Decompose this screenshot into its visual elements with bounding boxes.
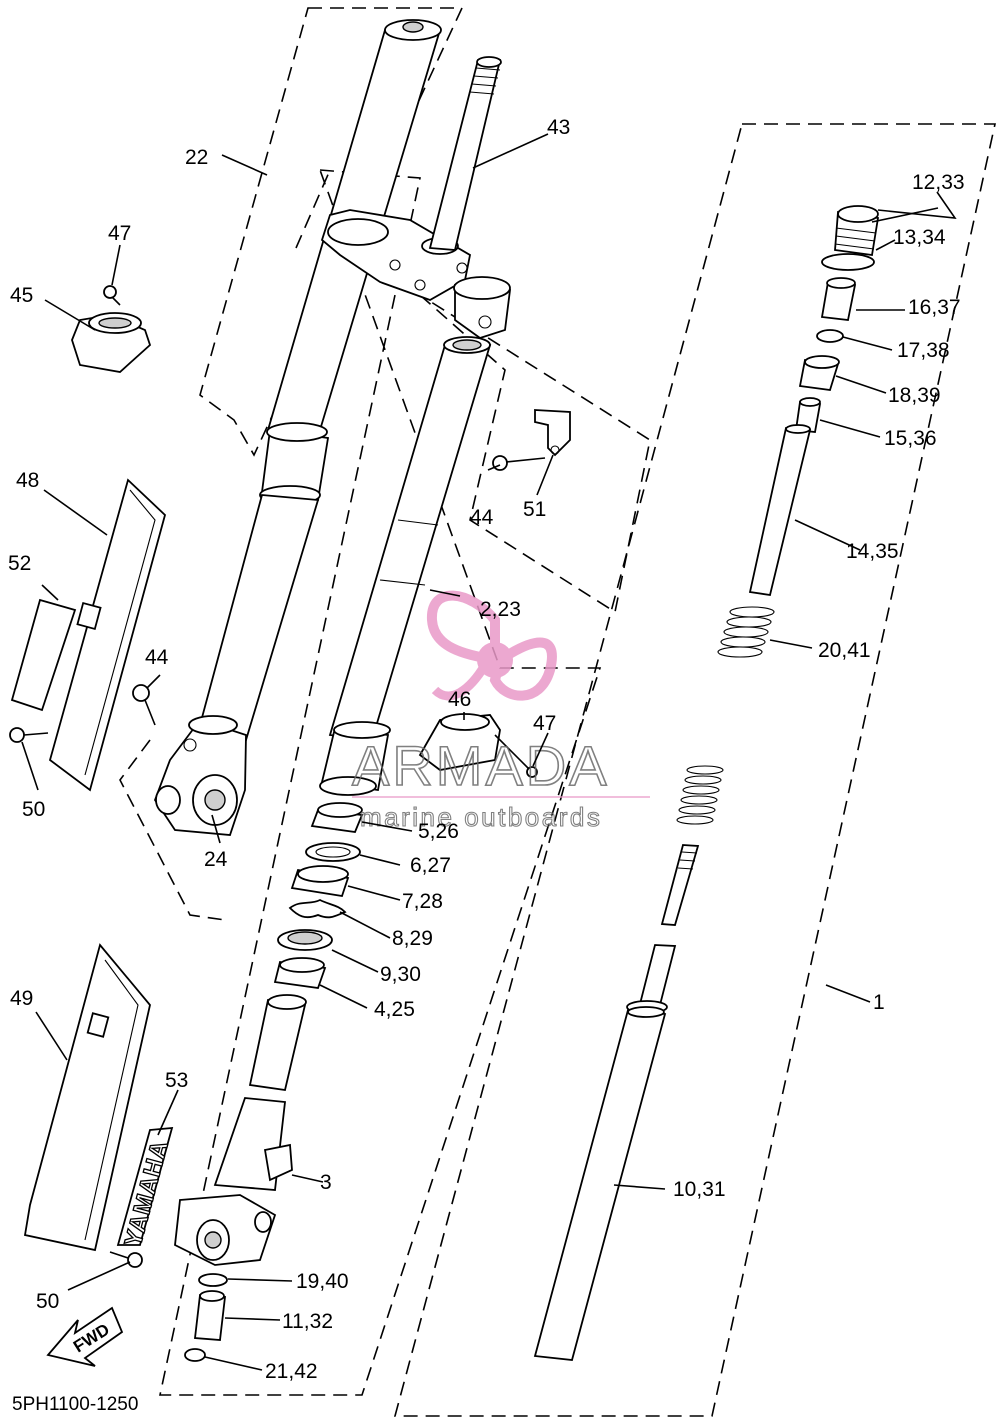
callout-46: 46 [448, 688, 471, 711]
group-boundary-bracket [419, 294, 651, 614]
callout-50-upper: 50 [22, 798, 45, 821]
callout-45: 45 [10, 284, 33, 307]
group-boundary-bracket-top [295, 169, 331, 249]
watermark-brand: ARMADA [352, 734, 610, 797]
callout-51: 51 [523, 498, 546, 521]
callout-18-39: 18,39 [888, 384, 941, 407]
callout-17-38: 17,38 [897, 339, 950, 362]
callout-5-26: 5,26 [418, 820, 459, 843]
axle-holder-24 [153, 715, 247, 836]
callout-50-lower: 50 [36, 1290, 59, 1313]
upper-clamp-ring [453, 276, 512, 339]
fork-guard-48 [48, 478, 167, 792]
group-boundary-left-lower [119, 739, 226, 921]
callout-1: 1 [873, 991, 885, 1014]
outer-tube-lower-3 [174, 994, 307, 1266]
callout-6-27: 6,27 [410, 854, 451, 877]
callout-15-36: 15,36 [884, 427, 937, 450]
callout-4-25: 4,25 [374, 998, 415, 1021]
clamp-46 [418, 713, 501, 771]
callout-19-40: 19,40 [296, 1270, 349, 1293]
diagram-code: 5PH1100-1250 [12, 1394, 138, 1415]
callout-21-42: 21,42 [265, 1360, 318, 1383]
group-boundary-right-cartridge [393, 123, 996, 1417]
cartridge-assembly [533, 205, 880, 1361]
callout-12-33: 12,33 [912, 171, 965, 194]
callout-16-37: 16,37 [908, 296, 961, 319]
callout-24: 24 [204, 848, 228, 871]
callout-labels: 22 43 47 45 12,33 13,34 16,37 17,38 18,3… [8, 116, 965, 1383]
callout-49: 49 [10, 987, 33, 1010]
callout-22: 22 [185, 146, 208, 169]
fwd-arrow: FWD [46, 1306, 124, 1367]
armada-watermark: ARMADA marine outboards [351, 590, 650, 833]
callout-47-top: 47 [108, 222, 131, 245]
bolt-47-clamp [494, 734, 538, 778]
callout-9-30: 9,30 [380, 963, 421, 986]
yamaha-decal-53: YAMAHA [116, 1126, 175, 1250]
bolt-44-holder [132, 684, 156, 726]
leader-lines [21, 133, 957, 1371]
callout-3: 3 [320, 1171, 332, 1194]
callout-44-bracket: 44 [470, 506, 494, 529]
callout-14-35: 14,35 [846, 540, 899, 563]
callout-7-28: 7,28 [402, 890, 443, 913]
guard-plate-52 [10, 598, 77, 712]
cable-guide-45 [71, 312, 152, 373]
seal-stack [273, 802, 364, 989]
base-valve-parts [184, 1273, 228, 1362]
callout-2-23: 2,23 [480, 598, 521, 621]
callout-8-29: 8,29 [392, 927, 433, 950]
callout-52: 52 [8, 552, 31, 575]
callout-48: 48 [16, 469, 39, 492]
callout-20-41: 20,41 [818, 639, 871, 662]
bolt-50-upper [9, 727, 49, 743]
group-boundary-left [199, 7, 464, 457]
callout-13-34: 13,34 [893, 226, 946, 249]
bolt-50-lower [109, 1251, 143, 1268]
inner-tube-2-23 [319, 336, 492, 796]
watermark-tagline: marine outboards [360, 802, 602, 832]
steering-stem-43 [428, 56, 502, 251]
fork-guard-49 [23, 943, 151, 1252]
callout-11-32: 11,32 [282, 1310, 333, 1333]
callout-47-clamp: 47 [533, 712, 556, 735]
callout-10-31: 10,31 [673, 1178, 726, 1201]
bolt-47-top [103, 285, 121, 306]
callout-53: 53 [165, 1069, 188, 1092]
yamaha-brand-text: YAMAHA [120, 1137, 174, 1249]
bracket-51 [534, 409, 571, 457]
propeller-logo-icon [427, 590, 557, 701]
bolt-44-bracket [492, 455, 546, 471]
callout-43: 43 [547, 116, 570, 139]
callout-44-holder: 44 [145, 646, 169, 669]
